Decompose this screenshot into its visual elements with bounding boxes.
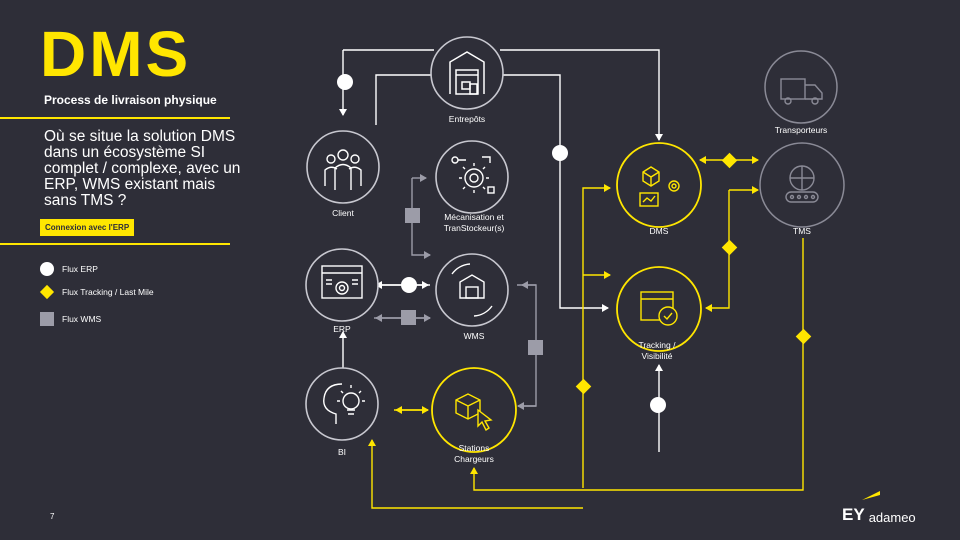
wms-flow-marker <box>405 208 420 223</box>
node-client: Client <box>306 130 380 218</box>
dms-package-icon <box>639 166 680 207</box>
page-number: 7 <box>50 512 55 521</box>
node-label: Transporteurs <box>775 125 828 135</box>
erp-flow-markers <box>337 74 666 413</box>
legend-item-erp: Flux ERP <box>40 262 98 276</box>
erp-flow-marker <box>552 145 568 161</box>
node-label: Tracking / <box>638 340 676 350</box>
node-label: Client <box>332 208 354 218</box>
wms-flow-markers <box>401 208 543 355</box>
tracking-check-icon <box>640 291 678 326</box>
conveyor-icon <box>785 165 819 203</box>
logo-mark: EY <box>842 505 865 524</box>
company-logo: EY adameo <box>842 505 916 525</box>
ey-beam-icon <box>862 491 880 500</box>
tracking-flow-marker <box>795 328 812 345</box>
legend-label: Flux ERP <box>62 264 98 274</box>
wms-flow-marker <box>528 340 543 355</box>
node-label: WMS <box>464 331 485 341</box>
node-label: Chargeurs <box>454 454 494 464</box>
legend-item-tracking: Flux Tracking / Last Mile <box>39 284 154 300</box>
head-lightbulb-icon <box>323 383 365 424</box>
box-cursor-icon <box>455 393 493 432</box>
warehouse-cycle-icon <box>451 263 493 317</box>
automation-gear-icon <box>451 156 495 194</box>
node-tms: TMS <box>759 142 845 236</box>
warehouse-icon <box>449 51 485 95</box>
logo-name: adameo <box>868 510 916 525</box>
node-label: BI <box>338 447 346 457</box>
node-transporteurs: Transporteurs <box>764 50 838 135</box>
question-text: Où se situe la solution DMS dans un écos… <box>44 128 241 209</box>
legend-item-wms: Flux WMS <box>40 312 101 326</box>
divider-top <box>0 117 230 119</box>
node-label: Visibilité <box>641 351 672 361</box>
page-title: DMS <box>40 18 192 90</box>
node-label: TMS <box>793 226 811 236</box>
node-bi: BI <box>305 367 379 457</box>
legend-label: Flux Tracking / Last Mile <box>62 287 154 297</box>
truck-icon <box>780 78 823 105</box>
node-label: DMS <box>650 226 669 236</box>
erp-flow-marker <box>401 277 417 293</box>
node-stations: Stations Chargeurs <box>431 367 517 464</box>
node-wms: WMS <box>435 253 509 341</box>
node-label: ERP <box>333 324 351 334</box>
node-dms: DMS <box>616 142 702 236</box>
legend-label: Flux WMS <box>62 314 102 324</box>
page-subtitle: Process de livraison physique <box>44 93 217 107</box>
divider-bottom <box>0 243 230 245</box>
node-label: Mécanisation et <box>444 212 504 222</box>
node-label: Entrepôts <box>449 114 485 124</box>
erp-flow-marker <box>337 74 353 90</box>
node-erp: ERP <box>305 248 379 334</box>
node-tracking: Tracking / Visibilité <box>616 266 702 361</box>
circle-icon <box>40 262 54 276</box>
node-mecanisation: Mécanisation et TranStockeur(s) <box>435 140 509 233</box>
erp-connection-tag: Connexion avec l'ERP <box>40 219 135 236</box>
wms-flow-marker <box>401 310 416 325</box>
node-label: Stations <box>459 443 490 453</box>
erp-flow-marker <box>650 397 666 413</box>
people-group-icon <box>324 149 362 190</box>
erp-window-gear-icon <box>321 265 363 299</box>
tracking-flow-marker <box>575 378 592 395</box>
tracking-flow-marker <box>721 152 738 169</box>
node-entrepots: Entrepôts <box>430 36 504 124</box>
tracking-flow-marker <box>721 239 738 256</box>
node-label: TranStockeur(s) <box>444 223 505 233</box>
square-icon <box>40 312 54 326</box>
tracking-flow-lines <box>368 156 804 509</box>
